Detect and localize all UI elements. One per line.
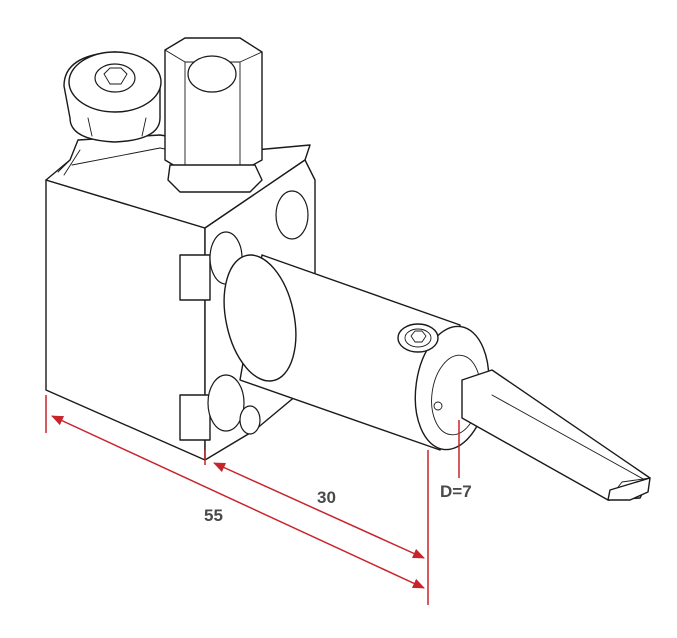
- dimension-30-label: 30: [317, 488, 336, 507]
- dimension-55-label: 55: [204, 506, 223, 525]
- dimension-30-line: [213, 462, 425, 559]
- dimension-lines: [45, 395, 460, 605]
- hex-nut: [164, 37, 263, 193]
- dimension-55-line: [51, 415, 425, 589]
- boring-bar: [461, 369, 651, 501]
- diameter-label: D=7: [440, 482, 472, 501]
- cap-screw: [63, 51, 162, 143]
